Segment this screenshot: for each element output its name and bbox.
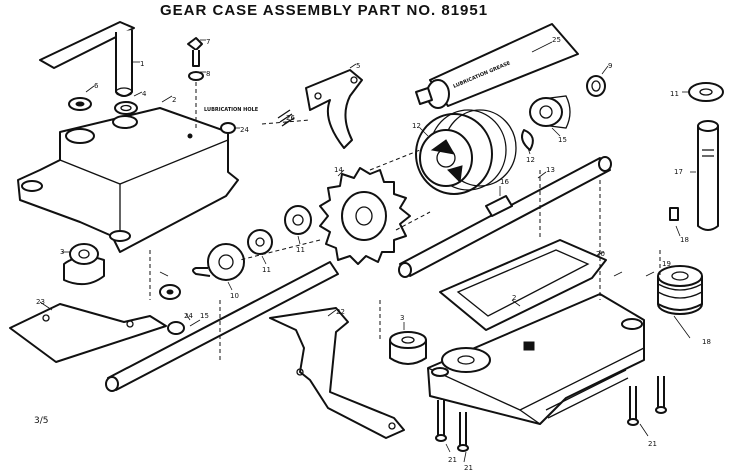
part-25-grease-tube: LUBRICATION GREASE bbox=[415, 23, 579, 109]
lubrication-hole-label: LUBRICATION HOLE bbox=[204, 107, 259, 113]
part-24-plug-upper bbox=[220, 122, 236, 134]
part-15-lower-shaft bbox=[105, 261, 339, 392]
part-7-screw bbox=[187, 37, 203, 67]
part-5-bracket bbox=[305, 69, 363, 149]
part-21-bolt-c bbox=[627, 386, 639, 426]
part-26-spring bbox=[277, 109, 295, 127]
callout-16: 16 bbox=[500, 178, 509, 186]
part-3-bearing-block bbox=[63, 243, 105, 286]
callout-21-c: 21 bbox=[464, 464, 473, 472]
part-11-washer-lower bbox=[247, 229, 273, 255]
part-12-retaining-ring bbox=[521, 129, 534, 151]
callout-18-key: 18 bbox=[680, 236, 689, 244]
callout-2: 2 bbox=[172, 96, 176, 104]
part-16-key bbox=[485, 195, 513, 217]
part-1-bracket-pin bbox=[39, 21, 135, 97]
page-reference: 3/5 bbox=[34, 416, 49, 426]
callout-3: 3 bbox=[60, 248, 64, 256]
callout-26: 26 bbox=[286, 114, 295, 122]
part-17-vertical-shaft bbox=[697, 120, 719, 231]
callout-2-lower: 2 bbox=[512, 294, 516, 302]
callout-8: 8 bbox=[206, 70, 210, 78]
part-4-washer bbox=[114, 101, 138, 115]
callout-23: 23 bbox=[36, 298, 45, 306]
callout-11-right: 11 bbox=[670, 90, 679, 98]
callout-24-lower: 24 bbox=[184, 312, 193, 320]
callout-9: 9 bbox=[608, 62, 612, 70]
part-6-nut bbox=[68, 97, 92, 111]
part-23-plate bbox=[9, 303, 167, 363]
callout-15-shaft: 15 bbox=[200, 312, 209, 320]
callout-13: 13 bbox=[546, 166, 555, 174]
callout-21-a: 21 bbox=[448, 456, 457, 464]
callout-21-b: 21 bbox=[648, 440, 657, 448]
callout-6: 6 bbox=[94, 82, 99, 90]
part-11-washer-right bbox=[688, 82, 724, 102]
part-21-bolt-a bbox=[435, 400, 447, 442]
part-12-pulley bbox=[415, 109, 517, 195]
part-3-bearing-block-right bbox=[389, 331, 427, 365]
part-2b-lower-housing bbox=[427, 293, 645, 425]
part-24-plug-lower bbox=[167, 321, 185, 335]
page-title: GEAR CASE ASSEMBLY PART NO. 81951 bbox=[160, 2, 489, 19]
callout-20: 20 bbox=[596, 250, 605, 258]
callout-15-bushing: 15 bbox=[558, 136, 567, 144]
callout-7: 7 bbox=[206, 38, 210, 46]
part-8-lockwasher bbox=[188, 71, 204, 81]
part-10-bearing bbox=[192, 243, 245, 281]
callout-24-upper: 24 bbox=[240, 126, 249, 134]
part-13-shaft bbox=[398, 156, 612, 278]
callout-22: 22 bbox=[336, 308, 345, 316]
callout-12-pulley: 12 bbox=[412, 122, 421, 130]
part-9-ring bbox=[586, 75, 606, 97]
callout-18-lower: 18 bbox=[702, 338, 711, 346]
part-22-bracket bbox=[269, 307, 405, 439]
part-6-nut-lower bbox=[159, 284, 181, 300]
part-11-washer-mid bbox=[284, 205, 312, 235]
part-2-upper-housing bbox=[17, 107, 239, 253]
part-15-bushing bbox=[529, 95, 571, 129]
callout-3-lower: 3 bbox=[400, 314, 404, 322]
part-14-spur-gear bbox=[319, 167, 411, 265]
part-21-bolt-b bbox=[457, 412, 469, 452]
part-21-bolt-d bbox=[655, 376, 667, 414]
part-20-gasket bbox=[439, 239, 607, 331]
callout-11-mid: 11 bbox=[296, 246, 305, 254]
callout-1: 1 bbox=[140, 60, 144, 68]
callout-25: 25 bbox=[552, 36, 561, 44]
callout-10: 10 bbox=[230, 292, 239, 300]
part-19-worm-gear bbox=[657, 265, 703, 315]
part-18-key bbox=[669, 207, 679, 221]
callout-14: 14 bbox=[334, 166, 343, 174]
callout-5: 5 bbox=[356, 62, 360, 70]
callout-11-lower: 11 bbox=[262, 266, 271, 274]
callout-4: 4 bbox=[142, 90, 147, 98]
callout-19: 19 bbox=[662, 260, 671, 268]
callout-12-ring: 12 bbox=[526, 156, 535, 164]
callout-17: 17 bbox=[674, 168, 683, 176]
